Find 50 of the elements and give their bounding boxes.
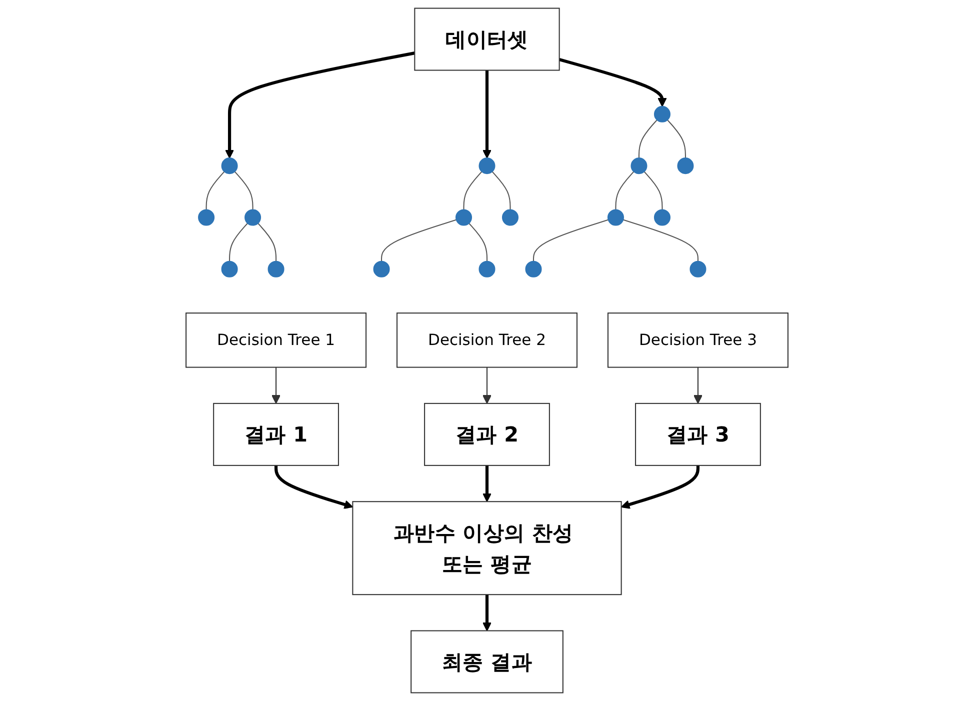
- connector: [638, 120, 658, 158]
- connector: [381, 219, 457, 262]
- connector: [667, 120, 686, 158]
- arrow: [482, 465, 492, 502]
- arrow: [620, 465, 700, 509]
- connector: [615, 171, 634, 210]
- connector: [206, 171, 225, 210]
- node-box: Decision Tree 1: [186, 312, 367, 368]
- connector: [463, 171, 482, 210]
- connector: [258, 222, 277, 262]
- node-circle: [654, 106, 670, 122]
- connector: [468, 222, 488, 262]
- arrow: [482, 594, 492, 632]
- node-circle: [244, 209, 262, 226]
- node-circle: [654, 209, 670, 226]
- connector: [229, 222, 248, 262]
- node-box: 결과 2: [424, 402, 550, 466]
- connector: [234, 171, 254, 210]
- node-box: 최종 결과: [410, 630, 564, 694]
- arrow: [271, 367, 281, 404]
- node-circle: [455, 209, 472, 226]
- node-circle: [373, 260, 390, 278]
- node-circle: [525, 260, 542, 278]
- node-circle: [221, 158, 238, 174]
- arrow: [274, 465, 354, 509]
- arrow: [482, 367, 492, 404]
- node-circle: [198, 209, 215, 226]
- node-circle: [502, 209, 519, 226]
- node-circle: [478, 260, 496, 278]
- node-circle: [607, 209, 624, 226]
- node-box: Decision Tree 2: [396, 312, 578, 368]
- node-box: 결과 1: [213, 402, 339, 466]
- connector: [492, 171, 511, 210]
- node-box: 결과 3: [635, 402, 761, 466]
- connector: [644, 171, 663, 210]
- node-circle: [677, 158, 694, 174]
- arrow: [482, 70, 492, 158]
- connector: [622, 219, 698, 262]
- node-circle: [630, 158, 648, 174]
- arrow: [224, 52, 415, 158]
- connector: [532, 219, 608, 262]
- arrow: [693, 367, 703, 404]
- arrow: [558, 58, 667, 107]
- node-circle: [221, 260, 238, 278]
- node-circle: [268, 260, 284, 278]
- node-circle: [478, 158, 496, 174]
- node-circle: [690, 260, 706, 278]
- node-box: 과반수 이상의 찬성 또는 평균: [352, 501, 622, 596]
- node-box: Decision Tree 3: [607, 312, 788, 368]
- node-box: 데이터셋: [414, 8, 560, 71]
